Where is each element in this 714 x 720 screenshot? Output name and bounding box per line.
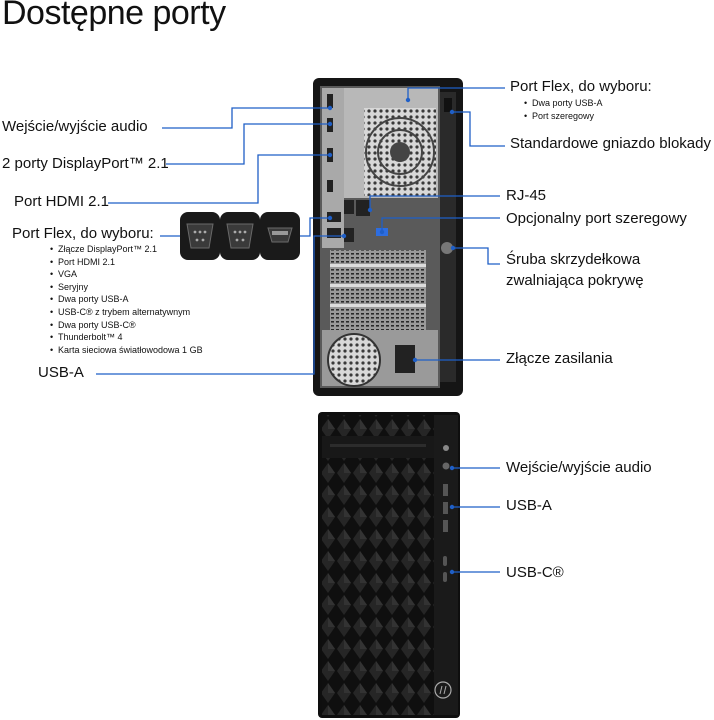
label-power: Złącze zasilania xyxy=(506,350,613,367)
label-lock: Standardowe gniazdo blokady xyxy=(510,135,711,152)
label-flex-right-title: Port Flex, do wyboru: xyxy=(510,78,652,95)
psu-fan xyxy=(328,334,380,386)
rear-hdmi-port xyxy=(327,180,333,192)
flex-right-option: Port szeregowy xyxy=(524,110,603,123)
label-front-usba: USB-A xyxy=(506,497,552,514)
label-rear-usba: USB-A xyxy=(38,364,84,381)
serial-connector-icon xyxy=(220,212,260,260)
label-front-usbc: USB-C® xyxy=(506,564,564,581)
flex-left-option: VGA xyxy=(50,268,203,281)
leader-dots xyxy=(327,97,456,575)
flex-left-option: Złącze DisplayPort™ 2.1 xyxy=(50,243,203,256)
label-front-audio: Wejście/wyjście audio xyxy=(506,459,652,476)
front-usba-port xyxy=(443,484,448,496)
flex-left-option: Thunderbolt™ 4 xyxy=(50,331,203,344)
front-diamond-panel xyxy=(322,415,434,715)
front-tower xyxy=(318,412,460,718)
flex-left-option: Dwa porty USB-A xyxy=(50,293,203,306)
rear-thumbscrew xyxy=(441,242,453,254)
label-hdmi: Port HDMI 2.1 xyxy=(14,193,110,210)
flex-left-options: Złącze DisplayPort™ 2.1 Port HDMI 2.1 VG… xyxy=(48,243,203,356)
rear-usba-ports xyxy=(344,228,354,242)
rear-audio-port xyxy=(327,94,333,108)
label-flex-left-title: Port Flex, do wyboru: xyxy=(12,225,154,242)
label-screw-line2: zwalniająca pokrywę xyxy=(506,272,644,289)
label-serial: Opcjonalny port szeregowy xyxy=(506,210,687,227)
label-screw-line1: Śruba skrzydełkowa xyxy=(506,251,641,268)
flex-right-option: Dwa porty USB-A xyxy=(524,97,602,110)
leader-lines xyxy=(96,87,505,573)
front-audio-jack xyxy=(442,462,450,470)
front-usbc-port xyxy=(443,556,447,566)
page-title: Dostępne porty xyxy=(2,0,226,32)
rear-lock-slot xyxy=(444,98,452,112)
label-rear-audio: Wejście/wyjście audio xyxy=(2,118,148,135)
hp-logo-icon xyxy=(434,681,452,699)
label-rj45: RJ-45 xyxy=(506,187,547,204)
hdmi-connector-icon xyxy=(260,212,300,260)
flex-right-options: Dwa porty USB-A Port szeregowy xyxy=(522,97,603,123)
rear-expansion-slots xyxy=(330,250,426,330)
flex-left-option: Karta sieciowa światłowodowa 1 GB xyxy=(50,344,203,357)
rear-rj45-port xyxy=(356,200,370,216)
flex-left-option: Dwa porty USB-C® xyxy=(50,319,203,332)
rear-flex-port xyxy=(327,212,341,222)
flex-left-option: USB-C® z trybem alternatywnym xyxy=(50,306,203,319)
rear-tower xyxy=(313,78,463,396)
vga-connector-icon xyxy=(180,212,220,260)
rear-power-connector xyxy=(395,345,415,373)
front-power-button xyxy=(443,445,449,451)
label-displayport: 2 porty DisplayPort™ 2.1 xyxy=(2,155,169,172)
flex-left-option: Port HDMI 2.1 xyxy=(50,256,203,269)
flex-left-option: Seryjny xyxy=(50,281,203,294)
